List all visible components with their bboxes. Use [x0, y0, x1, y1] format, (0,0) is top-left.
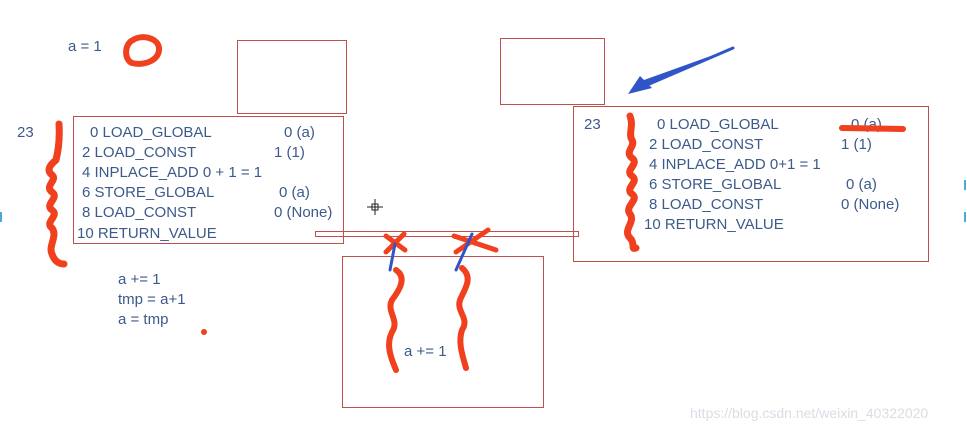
- crosshair-cursor-icon: [367, 199, 383, 215]
- blue-arrow: [628, 48, 733, 94]
- watermark: https://blog.csdn.net/weixin_40322020: [690, 405, 929, 421]
- right-instr-0: 0 LOAD_GLOBAL: [657, 116, 779, 133]
- handwritten-zero: [123, 34, 162, 67]
- left-bytecode-box: [73, 116, 344, 244]
- right-bytecode-box: [573, 106, 929, 262]
- left-instr-1: 2 LOAD_CONST: [82, 144, 197, 161]
- left-instr-2: 4 INPLACE_ADD 0 + 1 = 1: [82, 164, 263, 181]
- global-assignment: a = 1: [68, 38, 102, 55]
- blue-stroke-right: [454, 232, 474, 272]
- left-instr-4: 8 LOAD_CONST: [82, 204, 197, 221]
- right-red-scribble: [624, 112, 640, 252]
- explanation-line-2: tmp = a+1: [118, 291, 186, 308]
- right-instr-2: 4 INPLACE_ADD 0+1 = 1: [649, 156, 821, 173]
- left-arg-3: 0 (a): [279, 184, 310, 201]
- left-instr-0: 0 LOAD_GLOBAL: [90, 124, 212, 141]
- left-line-number: 23: [17, 124, 34, 141]
- explanation-line-3: a = tmp: [118, 311, 169, 328]
- edge-marker-top: [964, 180, 966, 190]
- connector-rail: [315, 231, 579, 237]
- thread-box: [342, 256, 544, 408]
- left-arg-0: 0 (a): [284, 124, 315, 141]
- thread-line-left: [386, 267, 405, 373]
- explanation-line-1: a += 1: [118, 271, 161, 288]
- right-instr-4: 8 LOAD_CONST: [649, 196, 764, 213]
- left-arg-4: 0 (None): [274, 204, 333, 221]
- blue-stroke-left: [388, 242, 397, 272]
- edge-marker-left: [0, 212, 2, 222]
- left-arg-1: 1 (1): [274, 144, 305, 161]
- right-arg-1: 1 (1): [841, 136, 872, 153]
- right-arg-4: 0 (None): [841, 196, 900, 213]
- thread-line-right: [456, 265, 471, 371]
- right-arg-3: 0 (a): [846, 176, 877, 193]
- right-instr-3: 6 STORE_GLOBAL: [649, 176, 782, 193]
- right-line-number: 23: [584, 116, 601, 133]
- x-mark-right: [451, 227, 499, 255]
- memory-box-right: [500, 38, 605, 105]
- thread-box-label: a += 1: [404, 343, 447, 360]
- edge-marker-bottom: [964, 212, 966, 222]
- left-instr-5: 10 RETURN_VALUE: [77, 225, 217, 242]
- red-underline: [839, 125, 906, 132]
- right-instr-5: 10 RETURN_VALUE: [644, 216, 784, 233]
- right-instr-1: 2 LOAD_CONST: [649, 136, 764, 153]
- left-instr-3: 6 STORE_GLOBAL: [82, 184, 215, 201]
- memory-box-left: [237, 40, 347, 114]
- red-dot: [201, 329, 207, 335]
- left-red-scribble: [45, 120, 68, 268]
